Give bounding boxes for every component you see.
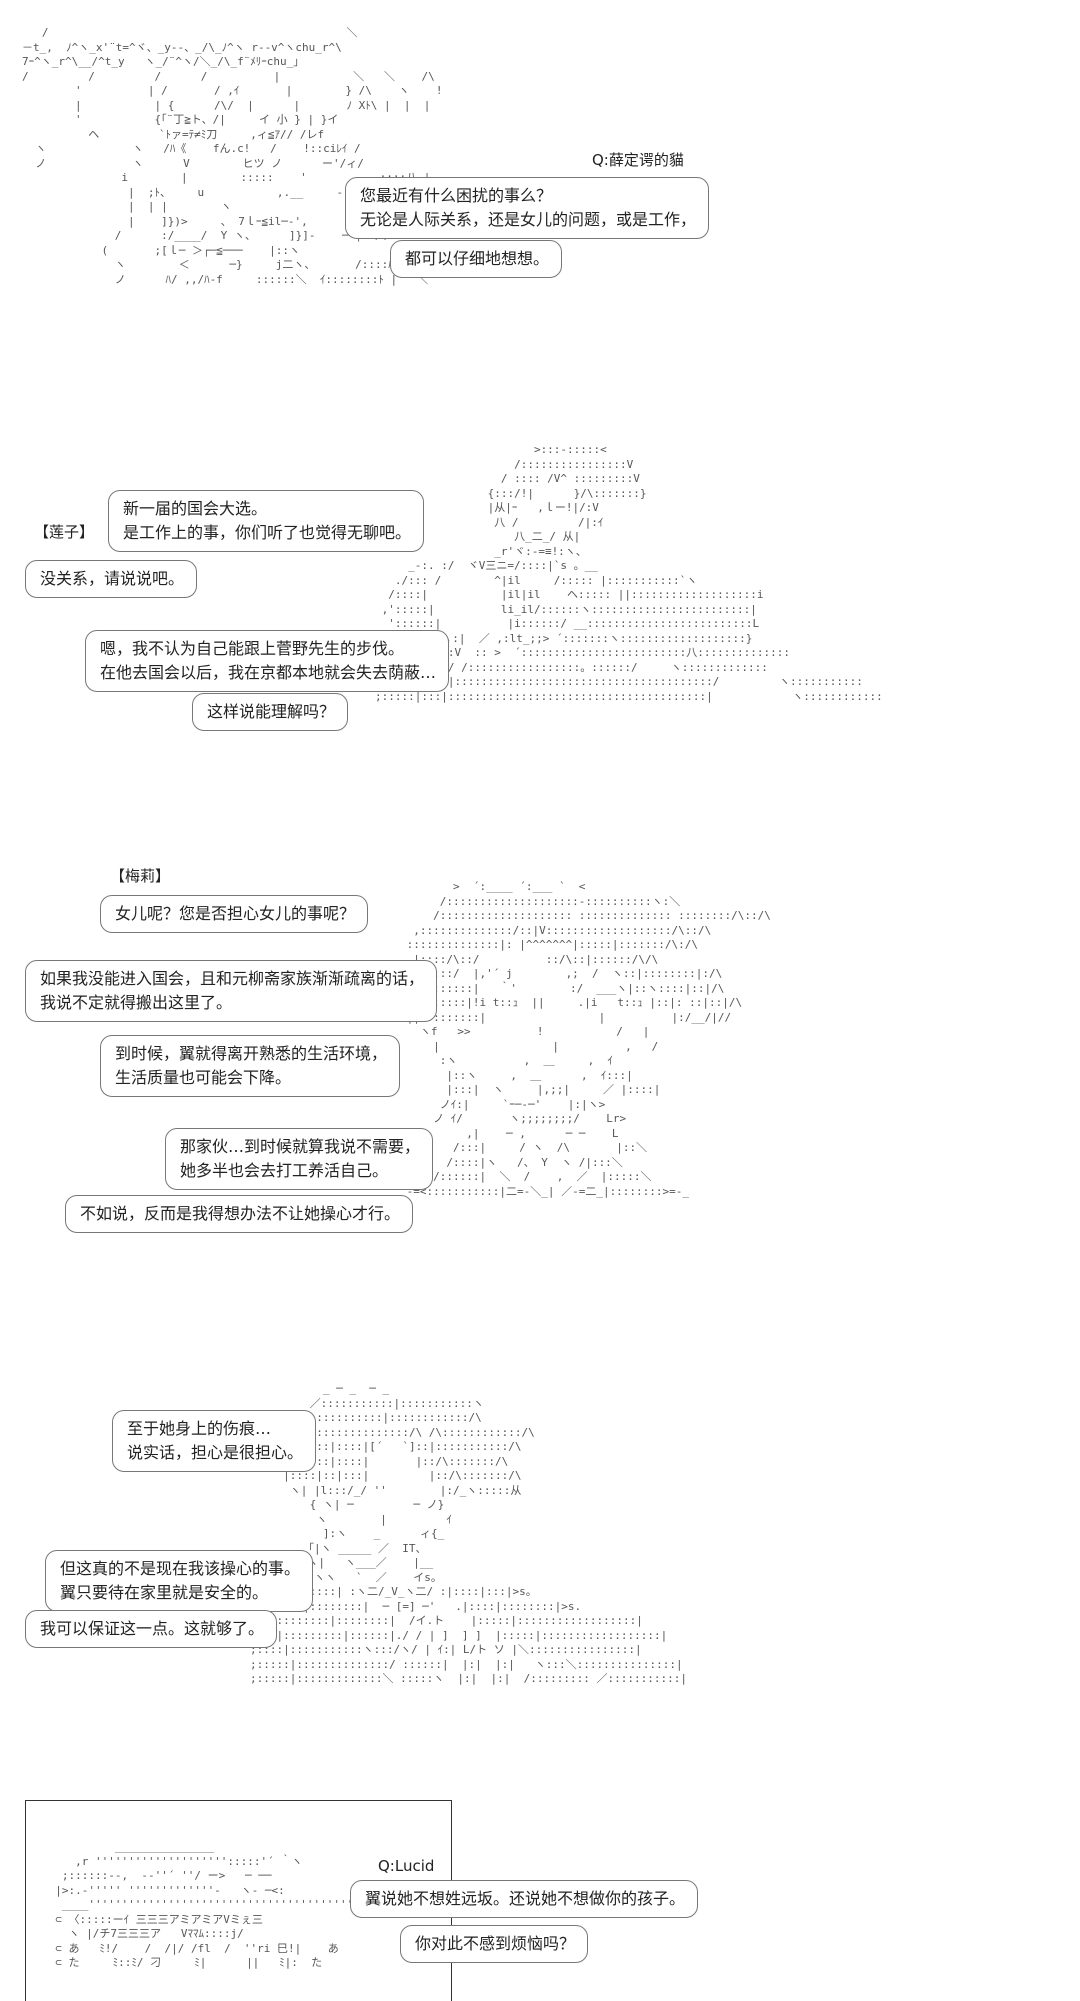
speech-line: 到时候，翼就得离开熟悉的生活环境，: [115, 1044, 388, 1063]
speaker-tag: 【莲子】: [34, 523, 95, 541]
speech-line: 嗯，我不认为自己能跟上菅野先生的步伐。: [100, 639, 405, 658]
ascii-art-character-3: > ´:____ ´:___ ` < /::::::::::::::::::::…: [400, 880, 771, 1198]
speech-line: 都可以仔细地想想。: [405, 249, 550, 268]
speech-bubble: 这样说能理解吗？: [192, 693, 349, 731]
speech-bubble: 如果我没能进入国会，且和元柳斋家族渐渐疏离的话， 我说不定就得搬出这里了。: [25, 960, 438, 1022]
speech-line: 你对此不感到烦恼吗？: [415, 1934, 576, 1953]
speech-line: 我可以保证这一点。这就够了。: [40, 1619, 265, 1638]
speech-line: 至于她身上的伤痕…: [127, 1419, 272, 1438]
speech-bubble: 您最近有什么困扰的事么？ 无论是人际关系，还是女儿的问题，或是工作，: [345, 177, 710, 239]
speech-line: 不如说，反而是我得想办法不让她操心才行。: [80, 1204, 401, 1223]
speech-line: 说实话，担心是很担心。: [127, 1443, 304, 1462]
speech-bubble: 翼说她不想姓远坂。还说她不想做你的孩子。: [350, 1880, 699, 1918]
speech-line: 没关系，请说说吧。: [40, 569, 185, 588]
speech-bubble: 你对此不感到烦恼吗？: [400, 1925, 589, 1963]
ascii-art-character-4: _ ─ _ ─ _ ／:::::::::::|:::::::::::ヽ /:::…: [250, 1382, 687, 1685]
speaker-label: Q:Lucid: [378, 1857, 435, 1875]
speech-line: 她多半也会去打工养活自己。: [180, 1161, 389, 1180]
speaker-label: Q:薛定谔的貓: [592, 151, 684, 169]
speech-bubble: 嗯，我不认为自己能跟上菅野先生的步伐。 在他去国会以后，我在京都本地就会失去荫蔽…: [85, 630, 450, 692]
speech-bubble: 女儿呢？您是否担心女儿的事呢？: [100, 895, 369, 933]
speech-bubble: 至于她身上的伤痕… 说实话，担心是很担心。: [112, 1410, 317, 1472]
ascii-art-character-2: >:::-:::::< /::::::::::::::::V / :::: /V…: [375, 443, 883, 703]
ascii-art-character-5: _______________ ,r '''''''''''''''''''':…: [55, 1840, 387, 1969]
speech-line: 翼说她不想姓远坂。还说她不想做你的孩子。: [365, 1889, 686, 1908]
speech-line: 您最近有什么困扰的事么？: [360, 186, 553, 205]
speech-line: 新一届的国会大选。: [123, 499, 268, 518]
speech-bubble: 都可以仔细地想想。: [390, 240, 563, 278]
ascii-art-character-1: / ＼ －t_, ﾉ^ヽ_x'¨t=^ヾ、_y‐-、_/\_ﾉ^ヽ r‐-v^ヽ…: [22, 26, 449, 286]
speech-bubble: 那家伙…到时候就算我说不需要， 她多半也会去打工养活自己。: [165, 1128, 434, 1190]
speech-bubble: 新一届的国会大选。 是工作上的事，你们听了也觉得无聊吧。: [108, 490, 425, 552]
speech-bubble: 没关系，请说说吧。: [25, 560, 198, 598]
speech-line: 我说不定就得搬出这里了。: [40, 993, 233, 1012]
speech-line: 生活质量也可能会下降。: [115, 1068, 292, 1087]
speech-bubble: 但这真的不是现在我该操心的事。 翼只要待在家里就是安全的。: [45, 1550, 314, 1612]
speaker-tag: 【梅莉】: [110, 867, 171, 885]
speech-line: 这样说能理解吗？: [207, 702, 336, 721]
speech-line: 那家伙…到时候就算我说不需要，: [180, 1137, 421, 1156]
speech-line: 如果我没能进入国会，且和元柳斋家族渐渐疏离的话，: [40, 969, 425, 988]
speech-bubble: 不如说，反而是我得想办法不让她操心才行。: [65, 1195, 414, 1233]
speech-line: 翼只要待在家里就是安全的。: [60, 1583, 269, 1602]
speech-line: 在他去国会以后，我在京都本地就会失去荫蔽…: [100, 663, 437, 682]
speech-bubble: 到时候，翼就得离开熟悉的生活环境， 生活质量也可能会下降。: [100, 1035, 401, 1097]
speech-line: 无论是人际关系，还是女儿的问题，或是工作，: [360, 210, 697, 229]
speech-line: 女儿呢？您是否担心女儿的事呢？: [115, 904, 356, 923]
speech-line: 是工作上的事，你们听了也觉得无聊吧。: [123, 523, 412, 542]
speech-bubble: 我可以保证这一点。这就够了。: [25, 1610, 278, 1648]
speech-line: 但这真的不是现在我该操心的事。: [60, 1559, 301, 1578]
